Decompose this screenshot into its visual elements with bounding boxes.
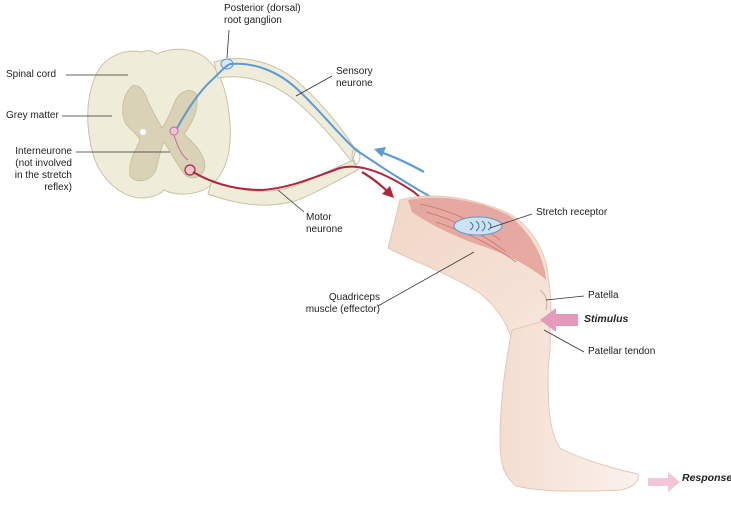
label-motor-line-1: Motor (306, 212, 332, 223)
interneurone-axon (173, 134, 189, 161)
response-arrow (648, 472, 680, 492)
interneurone-cell (169, 126, 179, 136)
leader-lines (62, 29, 585, 353)
label-interneurone-line-2: (not involved (15, 158, 72, 169)
central-canal (140, 129, 146, 135)
label-sensory-neurone: Sensory neurone (336, 66, 373, 90)
label-interneurone-line-3: in the stretch (14, 170, 72, 181)
leader-quadriceps (377, 251, 475, 307)
label-patella: Patella (588, 290, 619, 301)
label-ganglion-line-2: root ganglion (224, 15, 282, 26)
stimulus-arrow (540, 308, 578, 332)
leader-stretch-receptor (489, 213, 533, 229)
label-quadriceps-line-2: muscle (effector) (305, 304, 380, 315)
sensory-direction-arrow (374, 147, 425, 173)
label-response: Response (682, 472, 731, 484)
label-quadriceps: Quadriceps muscle (effector) (292, 292, 380, 316)
label-motor-neurone: Motor neurone (306, 212, 343, 236)
motor-cell-body (184, 164, 196, 176)
label-motor-line-2: neurone (306, 224, 343, 235)
label-spinal-cord: Spinal cord (6, 69, 57, 80)
label-ganglion: Posterior (dorsal) root ganglion (224, 3, 301, 27)
leader-sensory (295, 75, 333, 97)
label-grey-matter: Grey matter (6, 110, 59, 121)
stretch-receptor-spindle (453, 216, 503, 236)
patella (539, 289, 548, 311)
leader-motor (277, 189, 305, 213)
ventral-root (207, 159, 359, 206)
nerve-junction (351, 147, 361, 165)
motor-direction-arrow (361, 171, 394, 198)
label-sensory-line-1: Sensory (336, 66, 373, 77)
dorsal-root (213, 58, 357, 164)
label-stretch-receptor: Stretch receptor (536, 207, 608, 218)
label-interneurone-line-1: Interneurone (15, 146, 72, 157)
spinal-cord (87, 48, 361, 206)
label-ganglion-line-1: Posterior (dorsal) (224, 3, 301, 14)
leader-ganglion (226, 29, 230, 59)
label-stimulus: Stimulus (584, 313, 629, 325)
leader-patella (545, 295, 585, 301)
label-interneurone: Interneurone (not involved in the stretc… (6, 146, 72, 194)
label-sensory-line-2: neurone (336, 78, 373, 89)
label-quadriceps-line-1: Quadriceps (328, 292, 380, 303)
leader-patellar-tendon (543, 329, 585, 353)
leg (387, 195, 639, 492)
label-interneurone-line-4: reflex) (44, 182, 72, 193)
label-patellar-tendon: Patellar tendon (588, 346, 656, 357)
